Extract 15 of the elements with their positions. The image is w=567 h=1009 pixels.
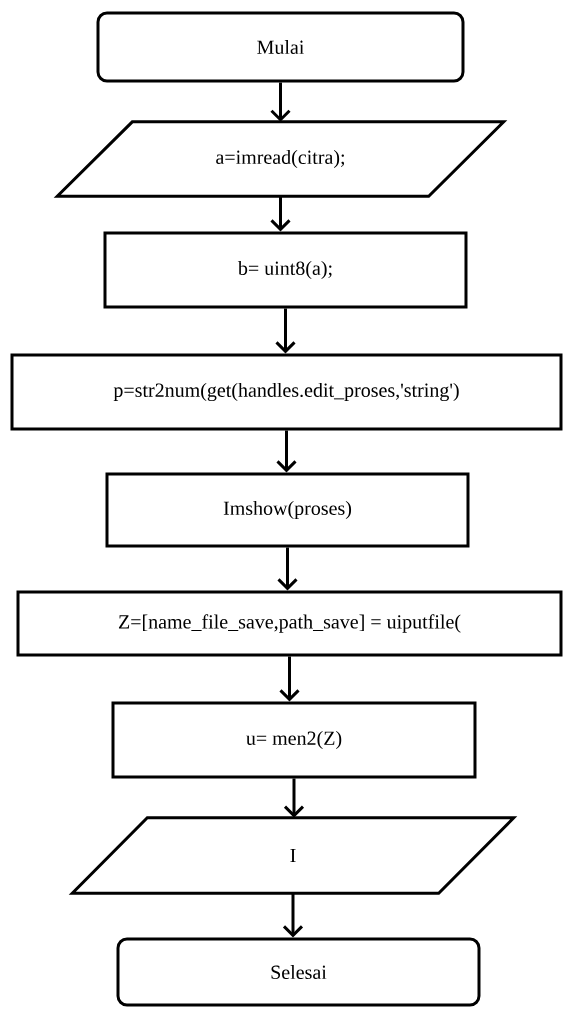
process-box: p=str2num(get(handles.edit_proses,'string') [10,353,563,431]
process-box: u= men2(Z) [111,701,477,779]
terminal-box: Mulai [96,11,465,83]
process-box: Imshow(proses) [105,472,470,548]
terminal-box: Selesai [116,937,481,1007]
process-box: b= uint8(a); [103,231,468,309]
arrow [277,547,298,591]
arrow [276,430,297,473]
arrow [275,308,296,354]
arrow [270,196,291,232]
arrow [283,778,305,818]
arrow [282,893,304,938]
arrow [279,656,300,702]
process-box: Z=[name_file_save,path_save] = uiputfile( [16,590,563,657]
arrow [270,82,291,122]
